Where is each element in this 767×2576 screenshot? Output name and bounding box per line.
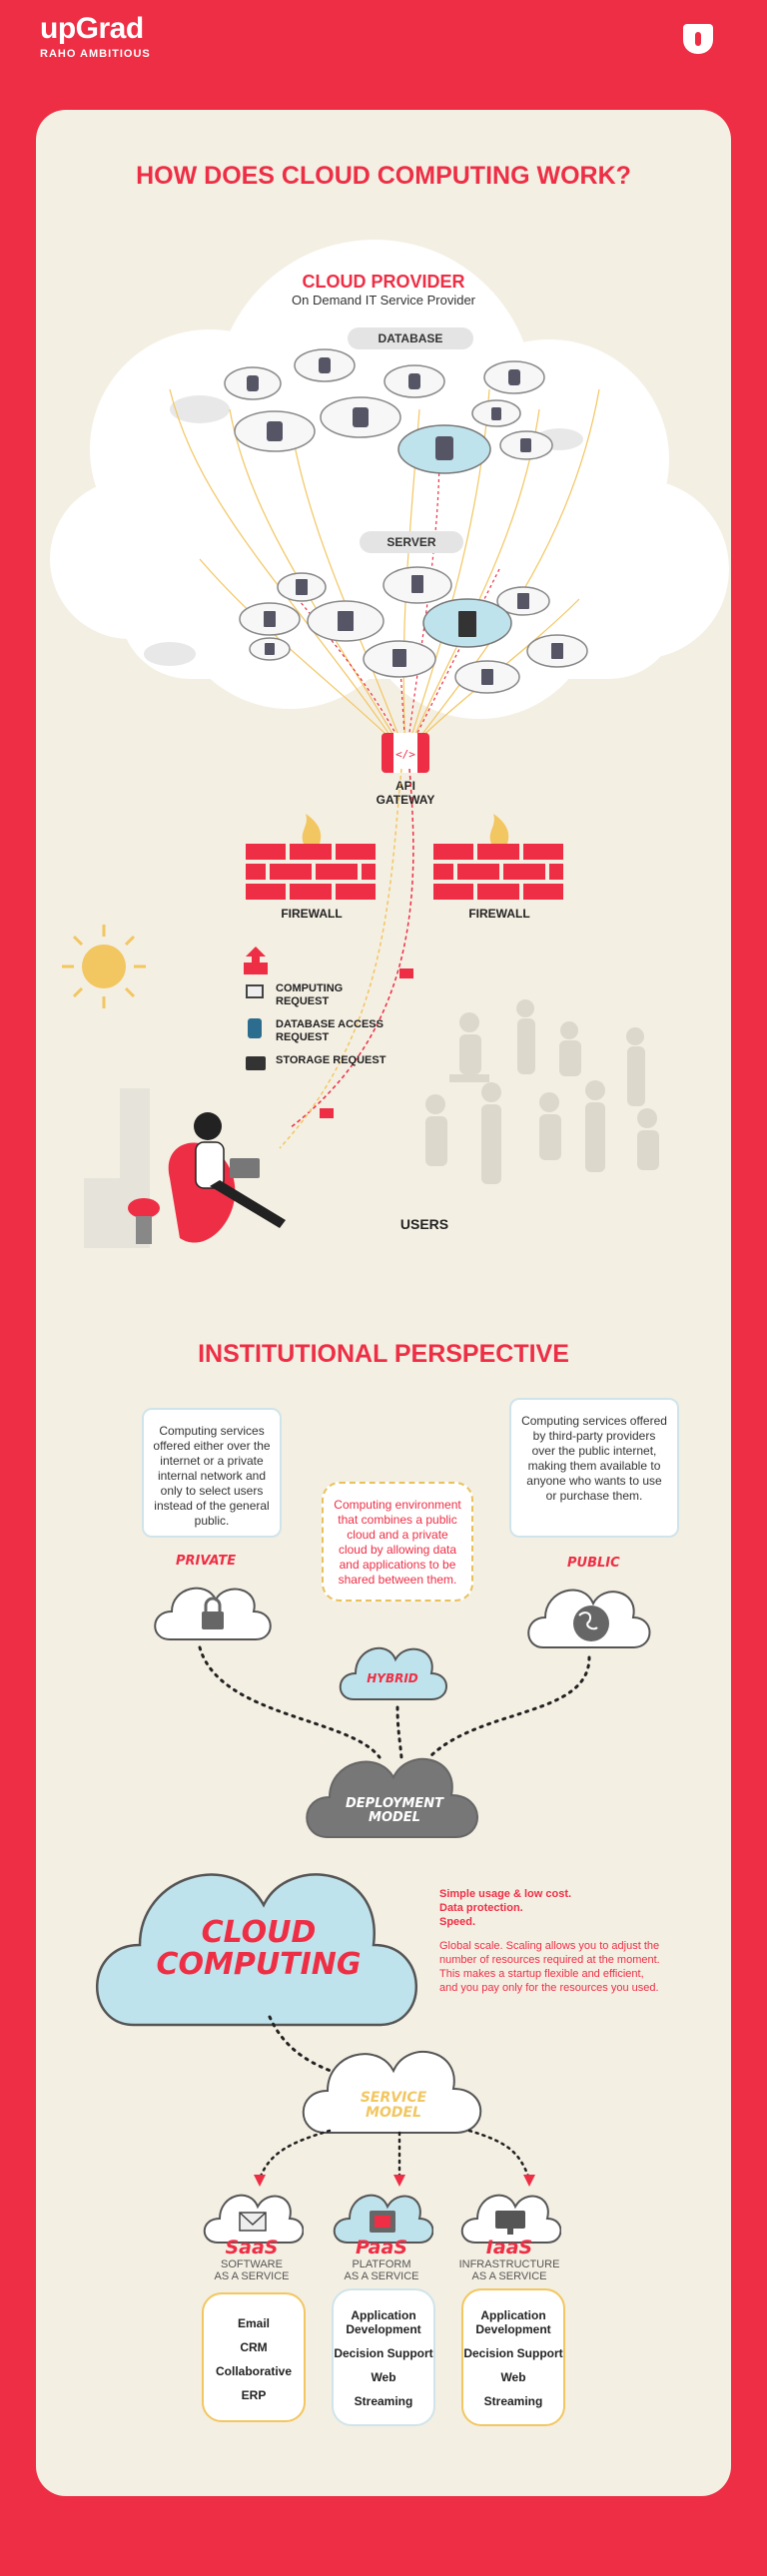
public-note-text: Computing services offered by third-part… <box>521 1414 667 1503</box>
saas-list: Email CRM Collaborative ERP <box>202 2292 306 2422</box>
service-model-cloud <box>302 2051 482 2134</box>
database-nodes <box>224 348 553 474</box>
saas-name: SaaS <box>225 2237 279 2258</box>
iaas-name: IaaS <box>485 2237 533 2258</box>
cloud-provider-subtitle: On Demand IT Service Provider <box>292 293 475 308</box>
api-gateway-label: API GATEWAY <box>360 779 451 807</box>
infrastructure-icon <box>495 2211 525 2229</box>
firewall-right-label: FIREWALL <box>468 907 530 921</box>
cloud-provider-title: CLOUD PROVIDER <box>302 272 465 292</box>
paas-line2: AS A SERVICE <box>344 2270 419 2282</box>
folder-icon <box>246 1056 266 1070</box>
section-title-how-it-works: HOW DOES CLOUD COMPUTING WORK? <box>136 162 631 190</box>
cloud-computing-line2: COMPUTING <box>156 1947 362 1982</box>
legend-storage-text: STORAGE REQUEST <box>276 1054 386 1066</box>
deployment-model-line1: DEPLOYMENT <box>345 1796 444 1811</box>
iaas-item: Decision Support <box>463 2346 563 2360</box>
hybrid-note-text: Computing environment that combines a pu… <box>334 1498 461 1587</box>
hybrid-note-box: Computing environment that combines a pu… <box>322 1482 473 1602</box>
mail-icon <box>239 2212 267 2232</box>
brand-header: upGrad RAHO AMBITIOUS <box>40 12 151 60</box>
cloud-computing-cloud <box>96 1873 417 2027</box>
benefit-speed: Speed. <box>439 1916 476 1928</box>
service-model-line2: MODEL <box>366 2105 421 2121</box>
private-cloud-icon <box>154 1587 272 1640</box>
iaas-item: Application Development <box>475 2308 551 2336</box>
envelope-icon <box>246 984 264 998</box>
saas-item: CRM <box>240 2340 268 2354</box>
user-with-laptop-illustration <box>84 1088 286 1248</box>
deployment-model-cloud <box>306 1757 478 1838</box>
cloud-provider-heading: CLOUD PROVIDER On Demand IT Service Prov… <box>0 272 767 308</box>
deployment-model-line2: MODEL <box>369 1810 420 1825</box>
iaas-cloud <box>460 2194 561 2244</box>
private-label: PRIVATE <box>176 1554 237 1569</box>
saas-line1: SOFTWARE <box>221 2258 283 2270</box>
hybrid-cloud-icon <box>339 1646 447 1700</box>
benefit-protection: Data protection. <box>439 1902 523 1914</box>
brand-tagline: RAHO AMBITIOUS <box>40 48 151 60</box>
iaas-line2: AS A SERVICE <box>471 2270 547 2282</box>
cloud-computing-line1: CLOUD <box>201 1915 317 1950</box>
database-icon <box>248 1018 262 1038</box>
service-model-label: SERVICE MODEL <box>296 2091 491 2121</box>
users-label: USERS <box>399 1216 449 1232</box>
paas-header: PaaS PLATFORM AS A SERVICE <box>320 2237 443 2282</box>
iaas-item: Web <box>500 2370 526 2384</box>
users-silhouettes <box>425 999 659 1184</box>
benefit-description: Global scale. Scaling allows you to adju… <box>439 1940 660 1994</box>
svg-text:</>: </> <box>395 748 415 761</box>
paas-item: Decision Support <box>334 2346 433 2360</box>
service-arrows <box>254 2129 535 2187</box>
brand-logo: upGrad <box>40 12 144 45</box>
paas-list: Application Development Decision Support… <box>332 2288 435 2426</box>
section-title-institutional: INSTITUTIONAL PERSPECTIVE <box>198 1340 569 1368</box>
api-gateway-label-line1: API <box>394 779 415 793</box>
public-note-box: Computing services offered by third-part… <box>509 1398 679 1538</box>
saas-item: Collaborative <box>215 2364 293 2378</box>
paas-name: PaaS <box>355 2237 408 2258</box>
paas-item: Application Development <box>346 2308 421 2336</box>
iaas-line1: INFRASTRUCTURE <box>458 2258 560 2270</box>
public-label: PUBLIC <box>567 1556 620 1571</box>
firewall-left-label: FIREWALL <box>281 907 343 921</box>
paas-cloud <box>333 2194 433 2244</box>
public-cloud-icon <box>527 1589 651 1648</box>
server-label: SERVER <box>360 531 463 553</box>
deployment-connectors <box>198 1645 591 1759</box>
legend-computing-text: COMPUTING REQUEST <box>276 982 344 1007</box>
brand-mark-icon <box>683 24 713 54</box>
benefits-block: Simple usage & low cost. Data protection… <box>439 1887 663 1995</box>
server-nodes <box>239 566 588 694</box>
api-gateway-label-line2: GATEWAY <box>376 793 435 807</box>
paas-line1: PLATFORM <box>352 2258 411 2270</box>
firewall-right-icon <box>433 814 563 900</box>
paas-item: Streaming <box>354 2394 413 2408</box>
benefit-cost: Simple usage & low cost. <box>439 1888 572 1900</box>
saas-header: SaaS SOFTWARE AS A SERVICE <box>190 2237 314 2282</box>
hybrid-label: HYBRID <box>367 1671 418 1685</box>
database-label: DATABASE <box>348 327 473 349</box>
paas-item: Web <box>371 2370 396 2384</box>
saas-line2: AS A SERVICE <box>214 2270 290 2282</box>
deployment-model-label: DEPLOYMENT MODEL <box>300 1797 489 1825</box>
request-flow-lines <box>279 769 414 1149</box>
cloud-computing-label: CLOUD COMPUTING <box>84 1917 433 1981</box>
service-model-line1: SERVICE <box>360 2090 427 2106</box>
private-note-box: Computing services offered either over t… <box>142 1408 282 1538</box>
iaas-item: Streaming <box>483 2394 543 2408</box>
saas-item: ERP <box>241 2388 267 2402</box>
saas-cloud <box>203 2194 304 2244</box>
sun-icon <box>62 925 146 1008</box>
upload-icon <box>244 947 268 974</box>
legend-database-text: DATABASE ACCESS REQUEST <box>276 1018 384 1043</box>
iaas-header: IaaS INFRASTRUCTURE AS A SERVICE <box>447 2237 571 2282</box>
private-note-text: Computing services offered either over t… <box>153 1424 271 1528</box>
api-gateway-icon: </> <box>382 733 429 773</box>
firewall-left-icon <box>246 814 376 900</box>
saas-item: Email <box>237 2316 270 2330</box>
iaas-list: Application Development Decision Support… <box>461 2288 565 2426</box>
